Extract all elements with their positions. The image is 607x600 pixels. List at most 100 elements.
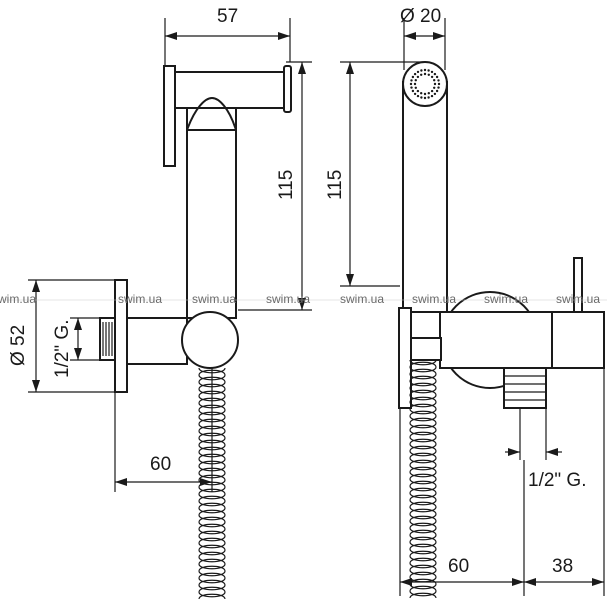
hose-coil bbox=[409, 450, 437, 457]
side-view: Ø 20 115 bbox=[325, 6, 605, 599]
wall-flange bbox=[99, 279, 239, 393]
hose-coil bbox=[409, 515, 437, 522]
dimension-d20: Ø 20 bbox=[400, 6, 446, 70]
hose-coil bbox=[198, 535, 226, 542]
hose-coil bbox=[409, 408, 437, 415]
hose-coil bbox=[409, 541, 437, 548]
hose-coil bbox=[198, 514, 226, 521]
hose-coil bbox=[198, 495, 226, 502]
spray-hole bbox=[437, 86, 440, 89]
hose-coil bbox=[198, 500, 226, 507]
spray-hole bbox=[420, 73, 423, 77]
spray-hole bbox=[433, 86, 436, 90]
watermark-text: swim.ua bbox=[484, 292, 528, 306]
hose-coil bbox=[198, 570, 226, 577]
hose-coil bbox=[198, 549, 226, 556]
hose-coil bbox=[198, 572, 226, 579]
valve-body-side bbox=[398, 257, 605, 409]
hose-coil bbox=[198, 530, 226, 537]
spray-hole bbox=[411, 75, 415, 79]
spray-hole bbox=[416, 94, 420, 98]
hose-coil bbox=[198, 577, 226, 584]
dim-57-label: 57 bbox=[217, 6, 238, 27]
hose-coil bbox=[409, 480, 437, 487]
hose-coil bbox=[409, 513, 437, 520]
hose-coil bbox=[409, 466, 437, 473]
thread-left-label: 1/2" G. bbox=[52, 320, 73, 379]
spray-hole bbox=[423, 68, 427, 72]
spray-hole bbox=[430, 94, 434, 98]
hose-coil bbox=[409, 522, 437, 529]
hose-coil bbox=[409, 501, 437, 508]
watermark-text: swim.ua bbox=[556, 292, 600, 306]
hose-coil bbox=[409, 555, 437, 562]
spray-hole bbox=[433, 82, 437, 86]
hose-coil bbox=[198, 537, 226, 544]
spray-hole bbox=[413, 82, 417, 86]
spray-hole bbox=[410, 86, 413, 89]
spray-hole bbox=[427, 92, 430, 95]
hose-coil bbox=[409, 361, 437, 368]
hose-coil bbox=[198, 523, 226, 530]
hose-coil bbox=[198, 563, 226, 570]
hose-coil bbox=[409, 457, 437, 464]
hose-coil bbox=[198, 542, 226, 549]
watermark-row: swim.uaswim.uaswim.uaswim.uaswim.uaswim.… bbox=[0, 292, 607, 306]
hose-coil bbox=[409, 380, 437, 387]
thread-right-label: 1/2" G. bbox=[528, 470, 587, 491]
hose-coil bbox=[409, 534, 437, 541]
hose-coil bbox=[409, 445, 437, 452]
hose-coil bbox=[198, 544, 226, 551]
front-view: 57 115 bbox=[8, 6, 312, 600]
hose-coil bbox=[409, 415, 437, 422]
spray-hole bbox=[433, 92, 437, 96]
hose-coil bbox=[409, 562, 437, 569]
spray-hole bbox=[427, 69, 430, 72]
hose-coil bbox=[198, 509, 226, 516]
dim-115-right-label: 115 bbox=[325, 170, 346, 200]
hose-coil bbox=[409, 438, 437, 445]
dim-38-label: 38 bbox=[552, 556, 573, 577]
shower-head-side bbox=[402, 61, 448, 313]
hose-coil bbox=[198, 556, 226, 563]
spray-hole bbox=[416, 75, 420, 79]
spray-hole bbox=[435, 75, 439, 79]
hose-coil bbox=[409, 394, 437, 401]
spray-hole bbox=[437, 82, 441, 86]
spray-hole bbox=[413, 92, 417, 96]
hose-coil bbox=[409, 499, 437, 506]
hose-coil bbox=[198, 528, 226, 535]
spray-hole bbox=[427, 73, 430, 77]
watermark-text: swim.ua bbox=[0, 292, 36, 306]
hand-shower-head bbox=[163, 65, 292, 319]
hose-coil bbox=[409, 473, 437, 480]
hose-coil bbox=[198, 558, 226, 565]
hose-coil bbox=[409, 564, 437, 571]
hose-coil bbox=[409, 387, 437, 394]
hose-coil bbox=[198, 586, 226, 593]
dimension-60-38: 60 38 bbox=[399, 368, 605, 596]
hose-coil bbox=[409, 485, 437, 492]
dimension-115-right: 115 bbox=[325, 61, 425, 287]
watermark-text: swim.ua bbox=[192, 292, 236, 306]
dimension-d52: Ø 52 bbox=[8, 279, 115, 393]
dimension-60-left: 60 bbox=[114, 368, 213, 492]
hose-coil bbox=[198, 521, 226, 528]
spray-hole bbox=[427, 96, 430, 99]
dim-60-left-label: 60 bbox=[150, 454, 171, 475]
hose-coil bbox=[409, 443, 437, 450]
hose-coil bbox=[409, 529, 437, 536]
hose-coil bbox=[409, 557, 437, 564]
hose-coil bbox=[198, 507, 226, 514]
spray-hole bbox=[420, 92, 423, 95]
hose-coil bbox=[409, 464, 437, 471]
spray-hole bbox=[430, 89, 434, 93]
spray-hole bbox=[410, 79, 413, 82]
spray-hole bbox=[416, 89, 420, 93]
hose-coil bbox=[198, 551, 226, 558]
spray-hole bbox=[423, 72, 427, 76]
hose-coil bbox=[409, 429, 437, 436]
hose-coil bbox=[198, 579, 226, 586]
watermark-text: swim.ua bbox=[266, 292, 310, 306]
spray-hole bbox=[433, 72, 437, 76]
